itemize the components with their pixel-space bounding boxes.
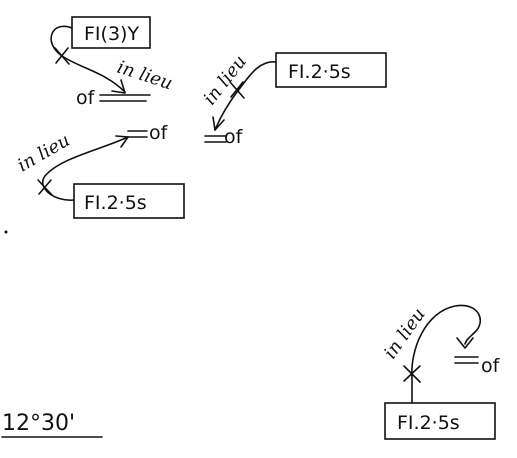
double-underline: [204, 135, 227, 143]
annotation-b: FI.2·5s in lieu of: [199, 51, 387, 148]
word-of: of: [76, 87, 96, 109]
double-underline: [127, 130, 148, 138]
leader-line: [214, 61, 277, 131]
cross-mark: [229, 81, 245, 99]
box-label: FI.2·5s: [84, 192, 147, 214]
label-box: [73, 183, 185, 219]
cross-mark: [54, 47, 70, 65]
annotation-d: FI.2·5s in lieu of: [380, 304, 501, 440]
word-of: of: [224, 126, 244, 148]
word-of: of: [481, 355, 501, 377]
double-underline: [99, 94, 151, 102]
box-label: FI(3)Y: [84, 23, 139, 45]
arrowhead: [456, 337, 474, 349]
leader-line: [42, 136, 129, 201]
note-text: in lieu: [199, 51, 251, 109]
angle-annotation: 12°30': [1, 411, 103, 438]
word-of: of: [149, 122, 169, 144]
box-label: FI.2·5s: [397, 412, 460, 434]
double-underline: [454, 356, 479, 364]
note-text: in lieu: [14, 130, 74, 177]
leader-line: [411, 304, 481, 404]
label-box: [275, 52, 387, 88]
angle-label: 12°30': [2, 411, 75, 436]
cross-mark: [403, 365, 421, 383]
arrowhead: [212, 116, 225, 131]
annotation-a: FI(3)Y in lieu of: [50, 16, 175, 109]
cross-mark: [37, 179, 53, 196]
label-box: [71, 16, 151, 49]
annotation-c: FI.2·5s in lieu of: [14, 122, 185, 219]
arrowhead: [111, 79, 126, 94]
margin-dot: [4, 230, 8, 234]
box-label: FI.2·5s: [288, 61, 351, 83]
label-box: [384, 402, 496, 440]
